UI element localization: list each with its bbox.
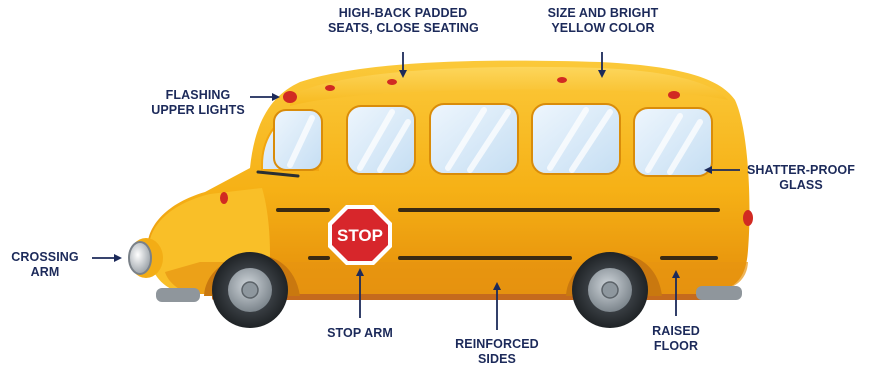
label-sides: REINFORCED SIDES	[447, 337, 547, 367]
label-stop-arm: STOP ARM	[310, 326, 410, 341]
label-glass: SHATTER-PROOF GLASS	[746, 163, 856, 193]
label-floor: RAISED FLOOR	[636, 324, 716, 354]
label-seats: HIGH-BACK PADDED SEATS, CLOSE SEATING	[328, 6, 478, 36]
front-wheel	[212, 252, 288, 328]
rear-wheel	[572, 252, 648, 328]
stop-sign-text: STOP	[337, 226, 383, 245]
crossing-arm-light	[129, 238, 163, 278]
label-lights: FLASHING UPPER LIGHTS	[148, 88, 248, 118]
label-yellow: SIZE AND BRIGHT YELLOW COLOR	[540, 6, 666, 36]
label-crossing: CROSSING ARM	[4, 250, 86, 280]
stop-sign: STOP	[328, 205, 392, 265]
rear-bumper	[696, 286, 742, 300]
front-bumper	[156, 288, 200, 302]
